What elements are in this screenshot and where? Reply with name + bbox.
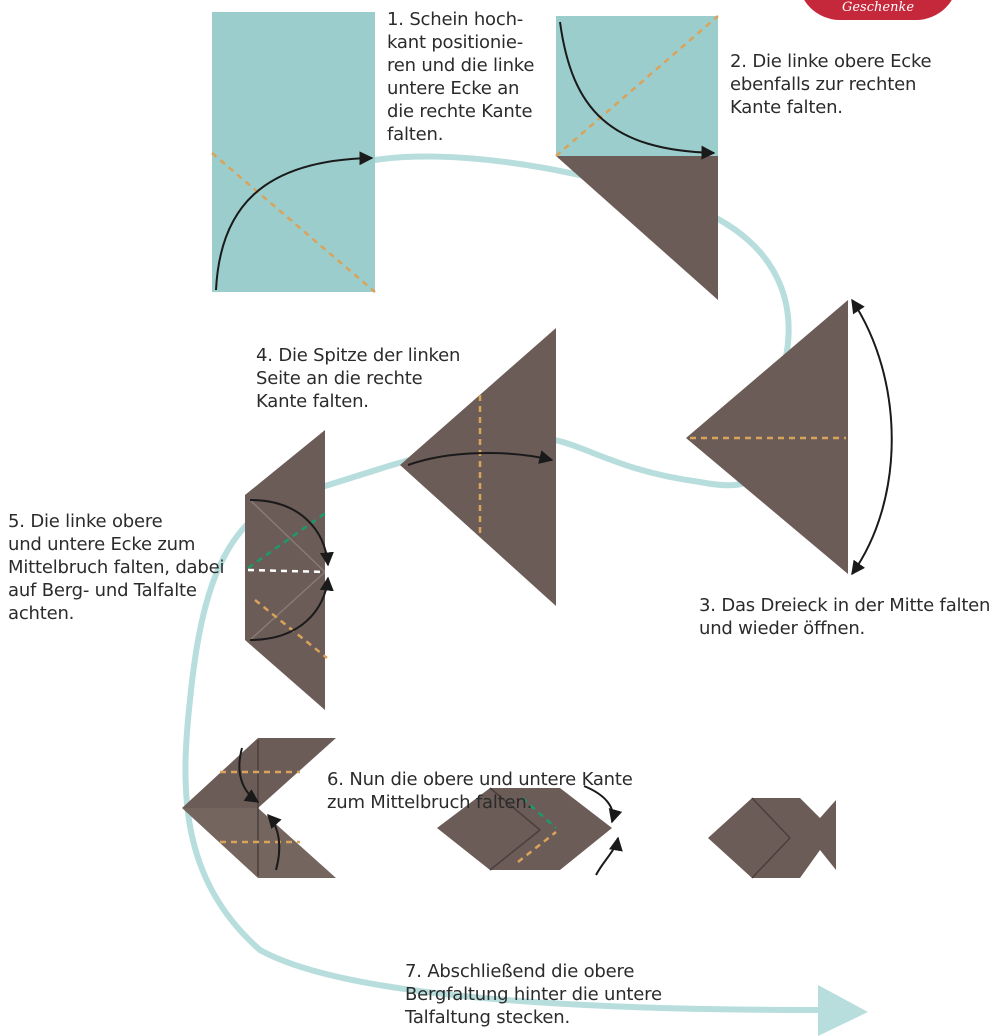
step-number: 1. — [387, 9, 404, 30]
final-arrowhead — [818, 985, 868, 1036]
step6-paper — [182, 738, 336, 878]
step-number: 7. — [405, 961, 422, 982]
step-number: 5. — [8, 511, 25, 532]
step-4-instruction: 4. Die Spitze der linken Seite an die re… — [256, 344, 460, 413]
step-1-instruction: 1. Schein hoch- kant positionie- ren und… — [387, 8, 534, 146]
finished-fish — [708, 797, 836, 879]
brand-badge-text: Geschenke — [841, 0, 915, 15]
step-text: Die linke obere und untere Ecke zum Mitt… — [8, 511, 225, 624]
step-number: 6. — [327, 769, 344, 790]
step-text: Schein hoch- kant positionie- ren und di… — [387, 9, 535, 145]
step-text: Abschließend die obere Bergfaltung hinte… — [405, 961, 662, 1028]
step-3-instruction: 3. Das Dreieck in der Mitte falten und w… — [699, 594, 990, 640]
step-6-instruction: 6. Nun die obere und untere Kante zum Mi… — [327, 768, 633, 814]
step-number: 4. — [256, 345, 273, 366]
step-2-instruction: 2. Die linke obere Ecke ebenfalls zur re… — [730, 50, 932, 119]
step7-paper — [437, 785, 623, 876]
step-5-instruction: 5. Die linke obere und untere Ecke zum M… — [8, 510, 224, 625]
step-number: 2. — [730, 51, 747, 72]
step1-paper — [211, 12, 376, 293]
step-text: Nun die obere und untere Kante zum Mitte… — [327, 769, 633, 813]
step-text: Die Spitze der linken Seite an die recht… — [256, 345, 461, 412]
step3-triangle — [686, 298, 893, 576]
step-text: Die linke obere Ecke ebenfalls zur recht… — [730, 51, 932, 118]
step4-triangle — [400, 328, 556, 606]
step-text: Das Dreieck in der Mitte falten und wied… — [699, 595, 991, 639]
step-number: 3. — [699, 595, 716, 616]
step-7-instruction: 7. Abschließend die obere Bergfaltung hi… — [405, 960, 662, 1029]
step2-paper — [555, 15, 719, 300]
brand-badge: Geschenke — [798, 0, 958, 20]
step5-paper — [245, 430, 334, 710]
